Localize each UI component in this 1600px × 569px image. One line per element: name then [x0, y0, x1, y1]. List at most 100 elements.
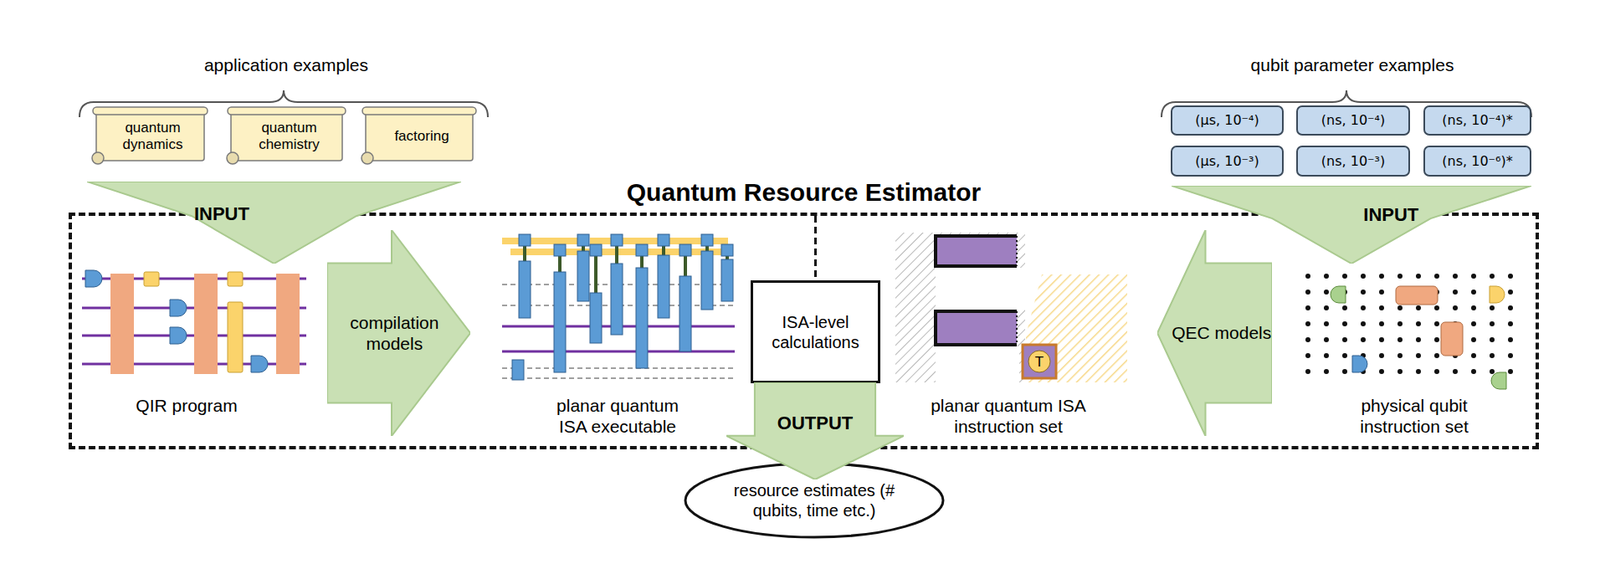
- node-text: (μs, 10⁻³): [1194, 153, 1259, 170]
- stroke: [1452, 289, 1458, 295]
- stroke: [502, 377, 735, 380]
- stroke: [594, 254, 598, 293]
- stroke: [1360, 289, 1366, 295]
- stroke: [1415, 369, 1421, 375]
- physical-qubits: [1305, 273, 1513, 390]
- node-shape: [87, 181, 462, 264]
- stage-label: planar quantum ISA instruction set: [918, 394, 1099, 437]
- stroke: [1471, 353, 1477, 359]
- stroke: [721, 244, 734, 257]
- stroke: [1395, 286, 1438, 305]
- stroke: [1305, 305, 1311, 311]
- stroke: [1360, 305, 1366, 311]
- stroke: [1434, 273, 1440, 279]
- qir-circuit: [82, 270, 307, 375]
- stroke: [701, 234, 713, 247]
- stroke: [1342, 321, 1348, 327]
- stroke: [1379, 321, 1385, 327]
- stroke: [1360, 273, 1366, 279]
- stroke: [1342, 305, 1348, 311]
- node-text: factoring: [394, 128, 449, 145]
- node-text: QEC models: [1171, 322, 1272, 344]
- stroke: [1352, 355, 1368, 373]
- stroke: [1471, 273, 1477, 279]
- stroke: [1342, 353, 1348, 359]
- node-text: quantum dynamics: [104, 119, 201, 154]
- application-scroll: quantum chemistry: [224, 105, 348, 166]
- stroke: [1330, 286, 1346, 303]
- stroke: [1415, 321, 1421, 327]
- stroke: [362, 107, 477, 115]
- stroke: [1452, 305, 1458, 311]
- stroke: [1305, 273, 1311, 279]
- parameter-box: (ns, 10⁻⁴): [1296, 105, 1411, 136]
- stroke: [1323, 273, 1329, 279]
- stroke: [518, 261, 531, 318]
- stroke: [1323, 305, 1329, 311]
- stroke: [518, 234, 531, 247]
- node-shape: [327, 230, 471, 436]
- stroke: [635, 267, 648, 369]
- stroke: [1434, 321, 1440, 327]
- stroke: [1471, 369, 1477, 375]
- stroke: [226, 152, 239, 165]
- stroke: [1379, 353, 1385, 359]
- stroke: [1489, 369, 1495, 375]
- stroke: [1489, 353, 1495, 359]
- stroke: [589, 244, 602, 257]
- stage-label: planar quantum ISA executable: [544, 394, 692, 437]
- stroke: [1171, 185, 1532, 264]
- stroke: [1489, 337, 1495, 343]
- node-text: OUTPUT: [777, 412, 853, 435]
- stroke: [610, 234, 623, 247]
- stroke: [1489, 273, 1495, 279]
- stage-label: physical qubit instruction set: [1343, 394, 1486, 437]
- stroke: [1507, 353, 1513, 359]
- stroke: [1507, 273, 1513, 279]
- stroke: [1323, 369, 1329, 375]
- stroke: [1305, 321, 1311, 327]
- stroke: [1489, 286, 1505, 303]
- stroke: [92, 107, 208, 115]
- stroke: [1434, 305, 1440, 311]
- node-text: quantum chemistry: [239, 119, 339, 154]
- brace: [79, 90, 488, 118]
- output-arrow: OUTPUT: [726, 382, 904, 480]
- stroke: [1305, 289, 1311, 295]
- node-text: (μs, 10⁻⁴): [1194, 112, 1259, 129]
- stroke: [1415, 273, 1421, 279]
- stroke: [1397, 305, 1403, 311]
- stroke: [1434, 337, 1440, 343]
- isa-instruction-set: [895, 232, 1128, 383]
- stroke: [502, 350, 735, 354]
- stroke: [1452, 273, 1458, 279]
- parameter-box: (ns, 10⁻³): [1296, 145, 1411, 177]
- stroke: [502, 237, 586, 245]
- stroke: [1415, 353, 1421, 359]
- stroke: [92, 152, 104, 165]
- stroke: [1452, 369, 1458, 375]
- stroke: [610, 263, 623, 335]
- t-gate-letter: T: [1030, 353, 1048, 371]
- stroke: [1305, 369, 1311, 375]
- node-text: ISA-level calculations: [759, 312, 872, 353]
- process-box: ISA-level calculations: [750, 280, 881, 384]
- stroke: [1507, 369, 1513, 375]
- stroke: [1323, 337, 1329, 343]
- stroke: [1434, 353, 1440, 359]
- stroke: [1434, 369, 1440, 375]
- divider-connector: [814, 215, 817, 281]
- stroke: [1305, 337, 1311, 343]
- stroke: [1507, 305, 1513, 311]
- stroke: [1471, 337, 1477, 343]
- stroke: [635, 244, 648, 257]
- stroke: [227, 107, 346, 115]
- model-arrow: QEC models: [1157, 230, 1272, 436]
- stroke: [502, 367, 735, 370]
- stroke: [1441, 322, 1463, 356]
- stroke: [726, 382, 904, 480]
- stroke: [1379, 289, 1385, 295]
- node-text: (ns, 10⁻⁴): [1321, 112, 1385, 129]
- stroke: [1397, 273, 1403, 279]
- node-text: INPUT: [194, 203, 250, 226]
